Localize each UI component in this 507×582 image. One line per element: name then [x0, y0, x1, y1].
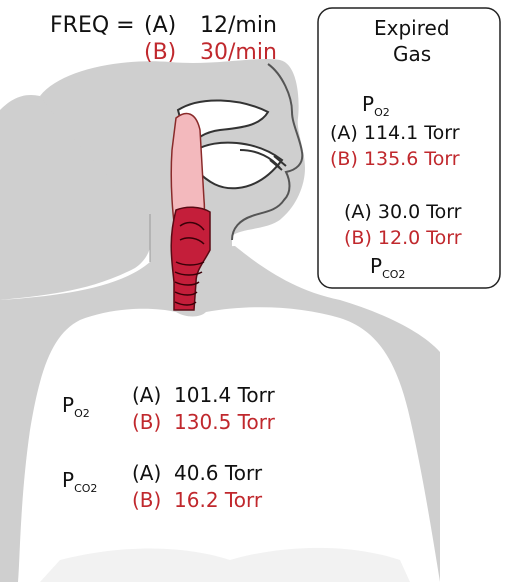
freq-b-value: 30/min [200, 42, 277, 64]
alveolar-po2-b: (B) 130.5 Torr [132, 412, 275, 432]
freq-b-tag: (B) [144, 42, 176, 64]
expired-title-line2: Gas [393, 44, 431, 64]
alveolar-po2-sub: O2 [74, 407, 90, 420]
expired-pco2-a: (A) 30.0 Torr [344, 203, 462, 222]
expired-pco2-symbol: PCO2 [370, 256, 405, 276]
freq-a-value: 12/min [200, 15, 277, 37]
expired-title-line1: Expired [374, 18, 450, 38]
alveolar-pco2-p: P [62, 468, 74, 492]
expired-pco2-b: (B) 12.0 Torr [344, 229, 462, 248]
expired-po2-b: (B) 135.6 Torr [330, 150, 460, 169]
alveolar-po2-a: (A) 101.4 Torr [132, 385, 275, 405]
alveolar-pco2-b: (B) 16.2 Torr [132, 490, 262, 510]
alveolar-po2-p: P [62, 393, 74, 417]
expired-po2-p: P [362, 92, 374, 116]
expired-po2-symbol: PO2 [362, 94, 390, 114]
lungs [18, 307, 440, 582]
expired-po2-sub: O2 [374, 106, 390, 119]
expired-pco2-p: P [370, 254, 382, 278]
freq-a-tag: (A) [144, 15, 176, 37]
alveolar-pco2-sub: CO2 [74, 482, 97, 495]
freq-label: FREQ = [50, 15, 135, 37]
expired-po2-a: (A) 114.1 Torr [330, 124, 460, 143]
alveolar-po2-symbol: PO2 [62, 395, 90, 415]
alveolar-pco2-a: (A) 40.6 Torr [132, 463, 262, 483]
alveolar-pco2-symbol: PCO2 [62, 470, 97, 490]
expired-pco2-sub: CO2 [382, 268, 405, 281]
